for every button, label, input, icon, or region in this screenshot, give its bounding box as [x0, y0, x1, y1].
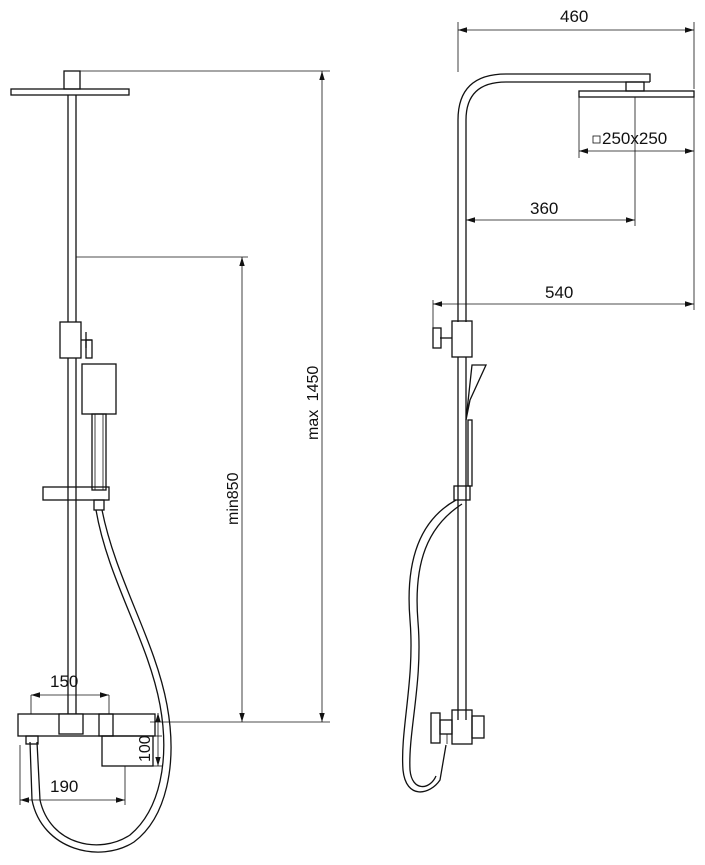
front-head-connector [63, 70, 81, 90]
front-diverter-block [59, 321, 82, 359]
front-dimensions: max 1450 min850 150 100 190 [19, 70, 330, 805]
side-hand-shower [465, 364, 488, 421]
front-view [10, 70, 330, 853]
max-height-label: max 1450 [305, 366, 322, 440]
valve-height-label: 100 [137, 735, 154, 762]
side-head-shower [578, 90, 695, 98]
head-center-label: 360 [530, 199, 558, 218]
side-mixer-body [451, 709, 473, 745]
side-diverter-block [451, 320, 473, 358]
front-mixer-body [17, 713, 156, 737]
front-mixer-handle [101, 735, 154, 767]
valve-width-label: 190 [50, 777, 78, 796]
square-symbol-icon [592, 135, 601, 144]
side-view [401, 73, 695, 793]
side-dimensions: 460 250x250 360 540 [432, 7, 695, 328]
arm-projection-label: 460 [560, 7, 588, 26]
front-head-shower [10, 88, 130, 96]
side-slider-holder [453, 485, 471, 501]
rail-width-label: 150 [50, 672, 78, 691]
side-hose [401, 499, 457, 793]
front-hose [36, 509, 165, 846]
total-projection-label: 540 [545, 283, 573, 302]
front-slider-holder [42, 486, 110, 501]
side-arm [457, 73, 651, 322]
min-height-label: min850 [225, 472, 242, 525]
front-hand-shower [81, 363, 117, 415]
